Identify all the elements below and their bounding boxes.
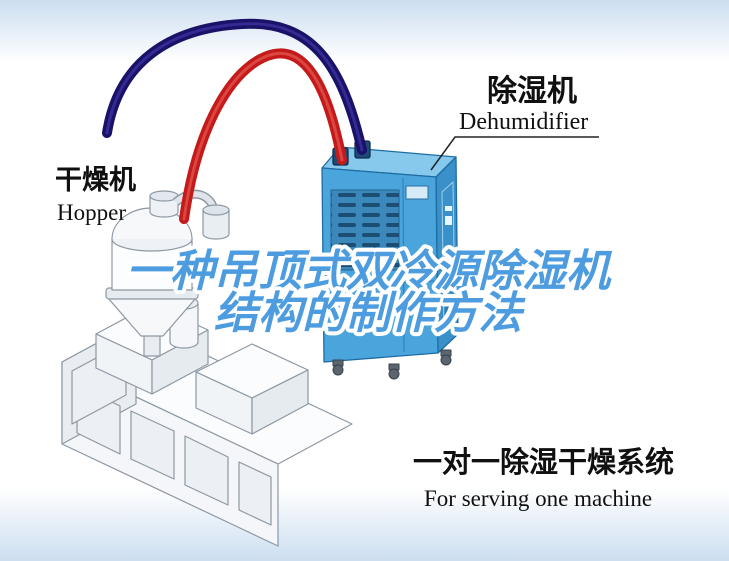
dehumidifier-label-en: Dehumidifier — [459, 109, 589, 135]
extruder-machine-illustration — [61, 296, 353, 547]
dehumidifier-label-zh: 除湿机 — [487, 75, 577, 108]
hopper-illustration — [105, 189, 230, 357]
dryer-label-zh: 干燥机 — [55, 165, 136, 195]
caption-en: For serving one machine — [424, 486, 653, 511]
caption-zh: 一对一除湿干燥系统 — [413, 447, 675, 479]
patent-title-line1: 一种吊顶式双冷源除湿机 — [126, 247, 613, 296]
red-pipe — [179, 48, 347, 224]
dryer-label-en: Hopper — [57, 200, 126, 225]
dehumidifier-leader-line — [430, 136, 599, 171]
patent-title: 一种吊顶式双冷源除湿机 结构的制作方法 — [122, 243, 617, 342]
patent-title-line2: 结构的制作方法 — [214, 289, 526, 338]
navy-pipe — [102, 18, 367, 155]
